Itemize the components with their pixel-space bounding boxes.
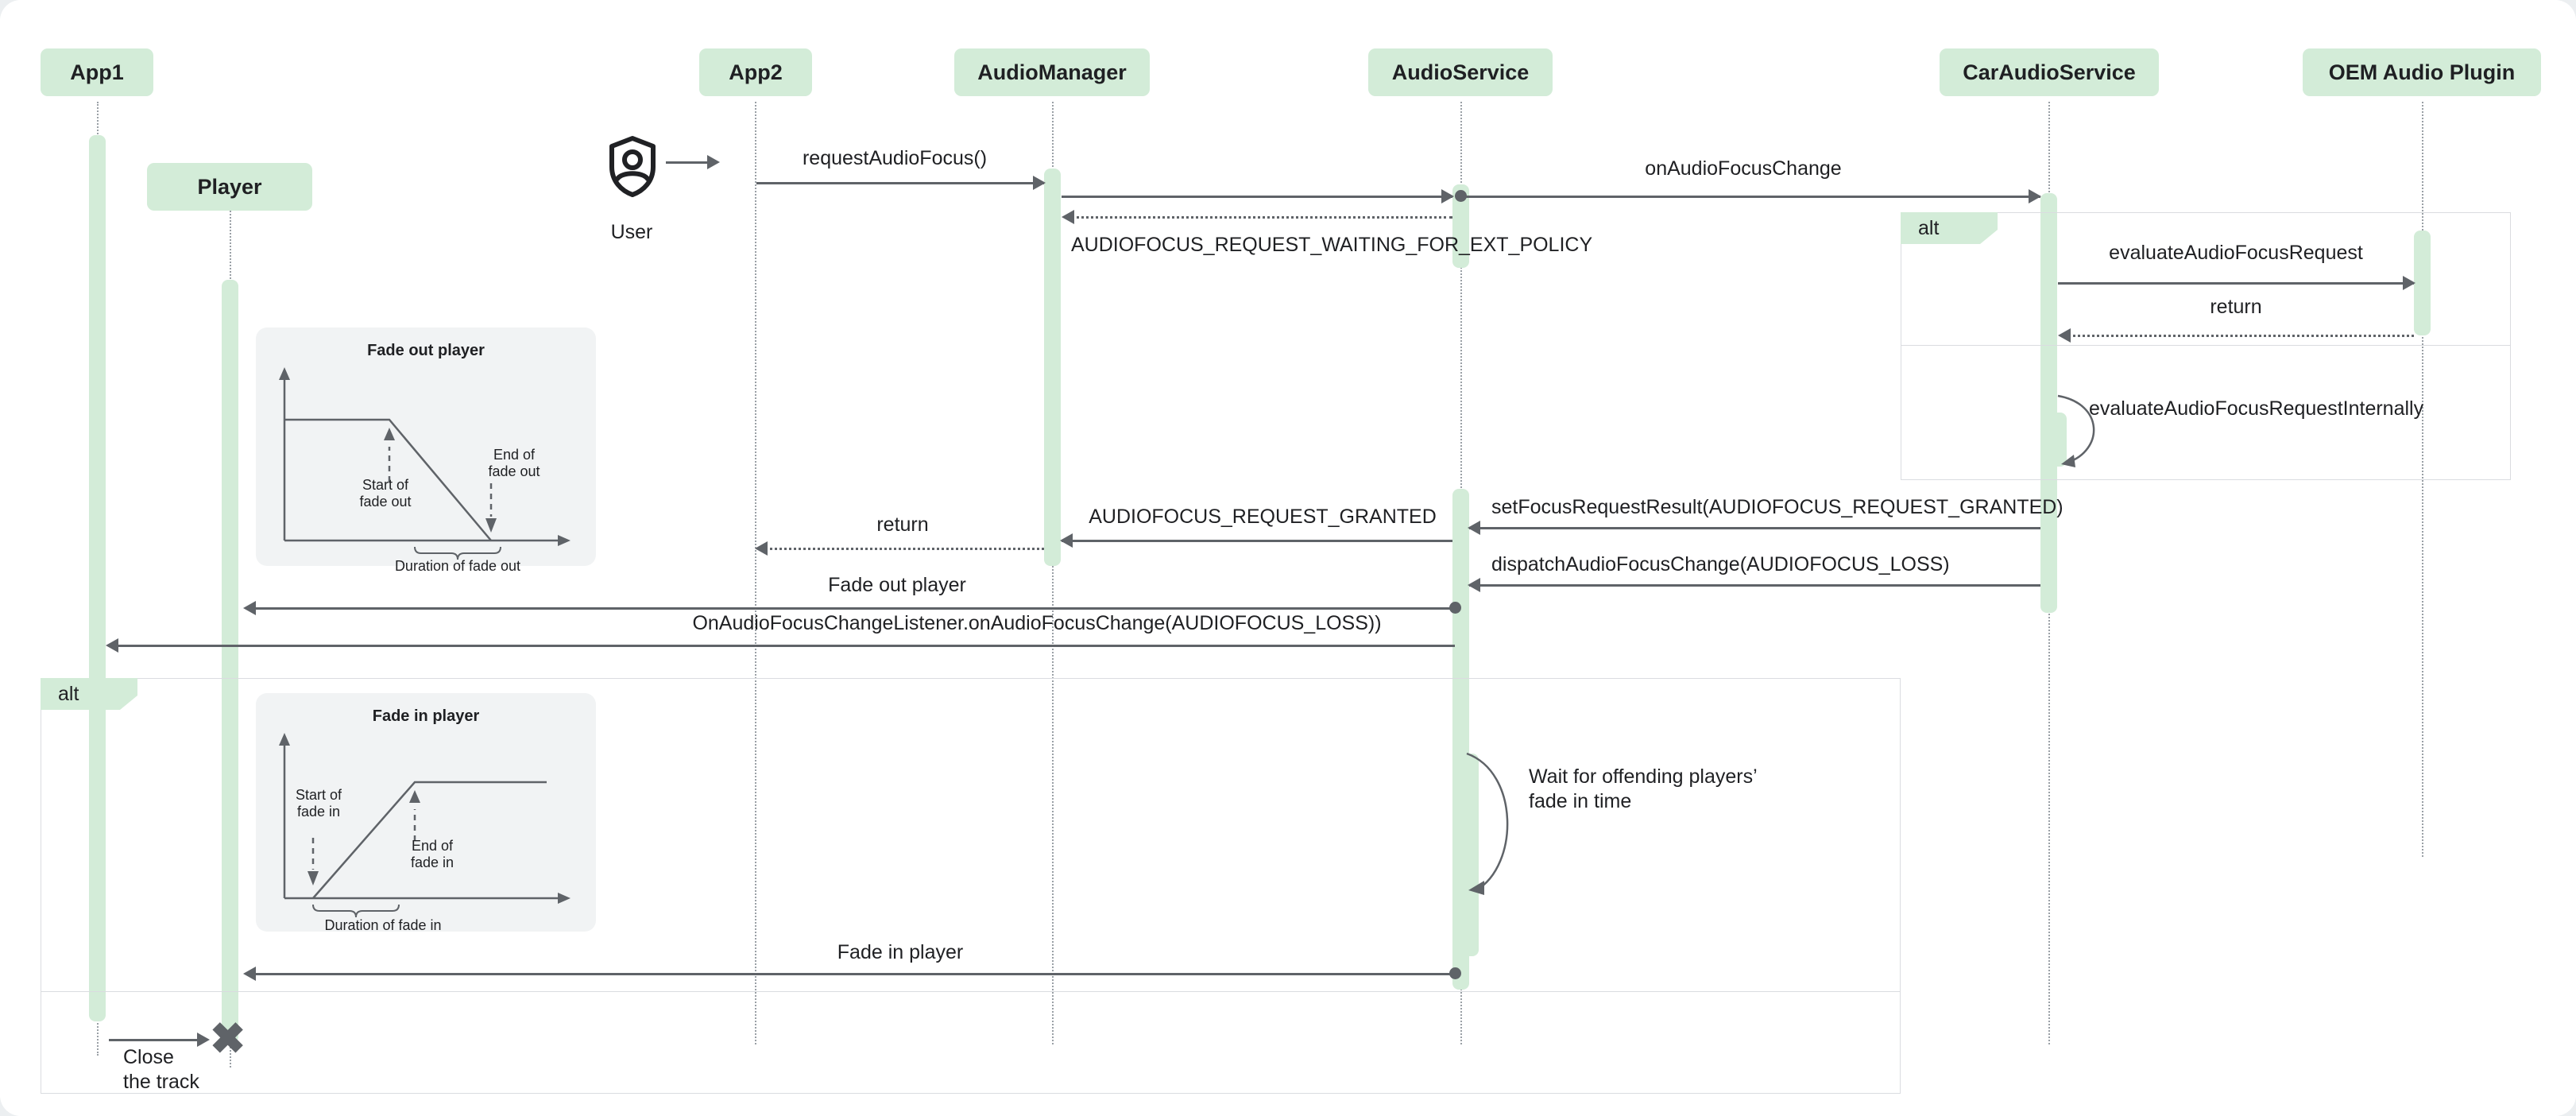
lifeline-app2: [755, 102, 756, 1044]
fragment-alt-right-tag: alt: [1901, 212, 1998, 244]
arrowhead-waiting-for-ext-policy: [1062, 210, 1074, 224]
activation-app1: [89, 135, 106, 1021]
participant-label: AudioManager: [977, 60, 1127, 84]
participant-label: App2: [729, 60, 783, 84]
participant-oemplugin[interactable]: OEM Audio Plugin: [2303, 48, 2541, 96]
activation-audioservice-main: [1452, 184, 1469, 268]
message-origin-dot-onaudiofocuschange: [1455, 190, 1467, 202]
arrowhead-oem-return: [2058, 328, 2071, 343]
message-label-request-audio-focus: requestAudioFocus(): [802, 147, 988, 169]
destroy-x-icon: ✖: [210, 1015, 246, 1063]
message-label-audiofocus-request-granted: AUDIOFOCUS_REQUEST_GRANTED: [1089, 506, 1437, 528]
message-label-evaluate-internally: evaluateAudioFocusRequestInternally: [2089, 397, 2424, 420]
arrowhead-close-the-track: [197, 1033, 210, 1047]
fragment-alt-left-tag: alt: [41, 678, 137, 710]
arrow-dispatch-audio-focus-change: [1469, 584, 2040, 587]
message-label-onaudiofocuschange: onAudioFocusChange: [1645, 157, 1842, 180]
activation-caraudioservice: [2040, 193, 2057, 613]
arrowhead-audioservice-to-caraudioservice: [2029, 189, 2041, 203]
inset-title: Fade out player: [367, 342, 485, 359]
inset-caption-start: Start of fade out: [359, 477, 412, 510]
arrowhead-fade-out-player: [243, 601, 256, 615]
inset-caption-duration: Duration of fade out: [394, 558, 521, 574]
message-origin-dot-fade-out-player: [1449, 602, 1461, 614]
message-label-evaluate-audio-focus-request: evaluateAudioFocusRequest: [2109, 242, 2363, 264]
arrowhead-evaluate-audio-focus-request: [2403, 276, 2415, 290]
arrow-audioservice-to-caraudioservice: [1466, 196, 2040, 198]
arrow-fade-in-player: [246, 973, 1455, 975]
activation-oemplugin: [2414, 231, 2431, 335]
fragment-tag-label: alt: [58, 682, 79, 705]
inset-title: Fade in player: [372, 707, 480, 725]
fade-out-chart: [279, 367, 571, 560]
participant-app1[interactable]: App1: [41, 48, 153, 96]
message-label-fade-out-player: Fade out player: [828, 574, 966, 596]
arrowhead-audiomanager-to-audioservice: [1441, 189, 1454, 203]
activation-audiomanager: [1044, 169, 1061, 566]
inset-caption-end: End of fade in: [410, 838, 454, 871]
fragment-tag-label: alt: [1918, 216, 1940, 239]
message-label-set-focus-request-result: setFocusRequestResult(AUDIOFOCUS_REQUEST…: [1491, 496, 2064, 518]
fragment-alt-left-divider: [41, 991, 1901, 992]
inset-caption-duration: Duration of fade in: [324, 917, 442, 933]
participant-audioservice[interactable]: AudioService: [1368, 48, 1553, 96]
user-label: User: [610, 221, 653, 243]
participant-label: App1: [70, 60, 124, 84]
participant-label: OEM Audio Plugin: [2328, 60, 2516, 84]
message-label-dispatch-audio-focus-change: dispatchAudioFocusChange(AUDIOFOCUS_LOSS…: [1491, 553, 1950, 575]
return-line-oem-return: [2067, 335, 2414, 337]
fragment-alt-right-divider: [1901, 345, 2511, 346]
arrow-app2-to-audiomanager: [756, 182, 1044, 184]
fade-in-chart: [279, 733, 571, 918]
return-line-waiting-for-ext-policy: [1071, 216, 1452, 219]
arrowhead-onaudiofocuschangelistener: [106, 638, 118, 653]
arrow-fade-out-player: [246, 607, 1455, 610]
inset-caption-start: Start of fade in: [295, 787, 342, 820]
inset-fade-out-player: Fade out player Start of fade out End of…: [256, 327, 596, 574]
participant-audiomanager[interactable]: AudioManager: [954, 48, 1150, 96]
arrowhead-fade-in-player: [243, 967, 256, 981]
fragment-alt-left: [41, 678, 1901, 1094]
message-origin-dot-fade-in-player: [1449, 967, 1461, 979]
return-line-audiomanager-to-app2: [764, 548, 1044, 550]
participant-label: CarAudioService: [1963, 60, 2136, 84]
participant-app2[interactable]: App2: [699, 48, 812, 96]
participant-caraudioservice[interactable]: CarAudioService: [1940, 48, 2159, 96]
lifeline-audiomanager: [1052, 102, 1054, 1044]
arrow-audiomanager-to-audioservice: [1062, 196, 1452, 198]
fragment-alt-right: [1901, 212, 2511, 480]
arrow-evaluate-audio-focus-request: [2058, 282, 2414, 285]
arrowhead-audiofocus-request-granted: [1060, 533, 1073, 548]
message-label-fade-in-player: Fade in player: [837, 941, 964, 963]
user-shield-icon: [608, 135, 657, 197]
message-label-onaudiofocuschangelistener: OnAudioFocusChangeListener.onAudioFocusC…: [692, 612, 1382, 634]
activation-player: [222, 280, 238, 1043]
participant-label: Player: [197, 174, 262, 199]
arrow-onaudiofocuschangelistener: [109, 645, 1455, 647]
message-label-close-the-track: Close the track: [123, 1046, 199, 1093]
arrowhead-set-focus-request-result: [1468, 521, 1480, 535]
arrow-set-focus-request-result: [1469, 527, 2040, 529]
activation-audioservice-lower: [1452, 489, 1469, 568]
inset-caption-end: End of fade out: [488, 447, 540, 480]
participant-label: AudioService: [1391, 60, 1530, 84]
activation-audioservice-nested: [1462, 754, 1479, 956]
message-label-oem-return: return: [2210, 296, 2262, 318]
arrowhead-app2-to-audiomanager: [1033, 176, 1046, 190]
inset-fade-in-player: Fade in player Start of fade in End of f…: [256, 693, 596, 933]
self-loop-wait-for-fade-in: [1466, 752, 1509, 895]
arrow-close-the-track: [109, 1039, 206, 1041]
arrow-user-to-app2: [666, 161, 712, 164]
arrow-audiofocus-request-granted: [1062, 540, 1452, 542]
message-label-waiting-for-ext-policy: AUDIOFOCUS_REQUEST_WAITING_FOR_EXT_POLIC…: [1071, 234, 1593, 256]
arrowhead-dispatch-audio-focus-change: [1468, 578, 1480, 592]
arrowhead-audiomanager-to-app2: [755, 541, 768, 556]
arrowhead-user-to-app2: [707, 155, 720, 169]
message-label-wait-for-fade-in: Wait for offending players’ fade in time: [1529, 765, 1758, 812]
activation-caraudioservice-nested: [2050, 413, 2067, 467]
self-loop-evaluate-internally: [2057, 394, 2095, 467]
message-label-return-audiomanager: return: [876, 513, 929, 536]
participant-player[interactable]: Player: [147, 163, 312, 211]
